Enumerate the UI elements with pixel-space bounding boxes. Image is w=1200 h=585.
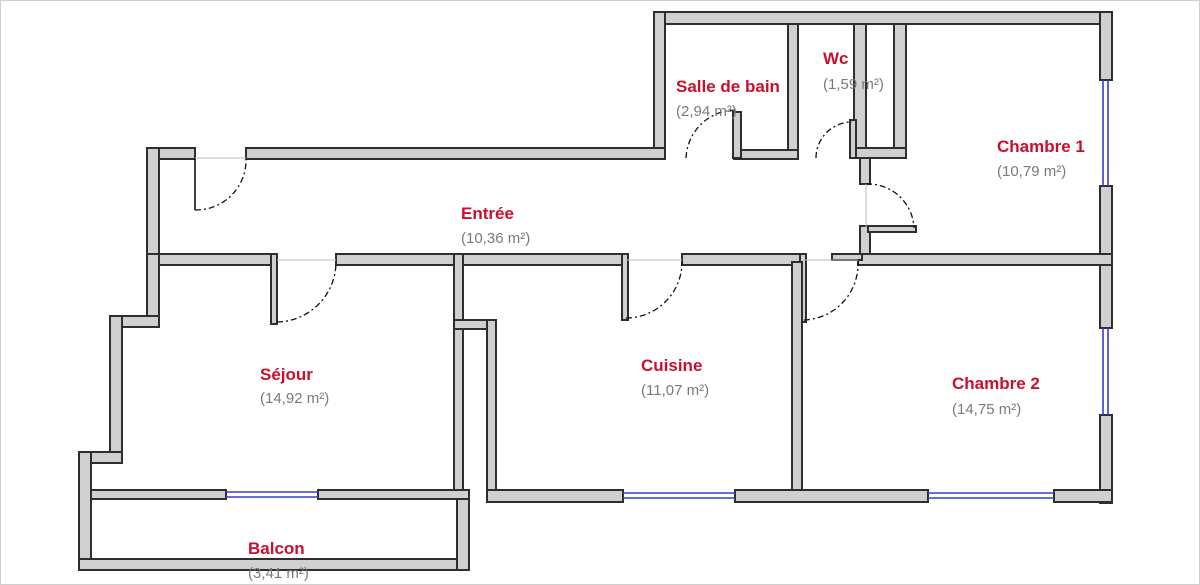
room-name-entree: Entrée [461, 204, 514, 223]
wall-bath-jamb [732, 111, 742, 159]
wall-sejour-bottom-right [317, 489, 470, 500]
wall-sejour-top-left [146, 253, 278, 266]
wall-bath-bottom [733, 149, 799, 160]
wall-entry-top [245, 147, 666, 160]
wall-sejour-door-jamb [270, 253, 278, 325]
room-name-chambre-2: Chambre 2 [952, 374, 1040, 393]
room-area-entree: (10,36 m²) [461, 230, 530, 247]
room-area-balcon: (3,41 m²) [248, 565, 309, 582]
room-name-wc: Wc [823, 49, 849, 68]
wall-ch1-door-jamb [867, 225, 917, 233]
wall-right-top [1099, 11, 1113, 81]
room-name-chambre-1: Chambre 1 [997, 137, 1085, 156]
wall-sejour-cuisine [453, 253, 464, 499]
wall-cuisine-door-jamb [621, 253, 629, 321]
wall-bath-left [653, 11, 666, 159]
walls [78, 11, 1113, 571]
wall-duct-right2 [486, 319, 497, 499]
wall-sejour-bottom-left [90, 489, 227, 500]
room-area-chambre-2: (14,75 m²) [952, 401, 1021, 418]
windows [226, 80, 1109, 499]
room-name-balcon: Balcon [248, 539, 305, 558]
doors [194, 109, 915, 323]
room-area-sejour: (14,92 m²) [260, 390, 329, 407]
room-name-cuisine: Cuisine [641, 356, 702, 375]
wall-sejour-left-top [146, 253, 160, 321]
wall-ch2-top [857, 253, 1113, 266]
wall-duct-right [893, 23, 907, 159]
wall-ch2-bottom [1053, 489, 1113, 503]
wall-bath-wc [787, 23, 799, 159]
wall-wc-jamb [849, 119, 857, 159]
room-labels: Salle de bain (2,94 m²) Wc (1,59 m²) Cha… [248, 49, 1085, 582]
room-name-sejour: Séjour [260, 365, 313, 384]
wall-entry-left [146, 147, 160, 267]
wall-cuisine-top [681, 253, 803, 266]
wall-cuisine-ch2 [791, 261, 803, 503]
wall-cuisine-bottom-left [486, 489, 624, 503]
wall-balcon-right [456, 489, 470, 571]
room-area-chambre-1: (10,79 m²) [997, 163, 1066, 180]
wall-sejour-left [109, 315, 123, 461]
wall-sejour-top-right [335, 253, 627, 266]
wall-duct-bottom [853, 147, 907, 159]
room-area-salle-de-bain: (2,94 m²) [676, 103, 737, 120]
wall-ch2-jamb [831, 253, 863, 261]
room-name-salle-de-bain: Salle de bain [676, 77, 780, 96]
wall-ch1-left-top [859, 157, 871, 185]
wall-top [653, 11, 1113, 25]
room-area-wc: (1,59 m²) [823, 76, 884, 93]
room-area-cuisine: (11,07 m²) [641, 382, 709, 399]
wall-balcon-left [78, 451, 92, 571]
wall-cuisine-bottom-right [734, 489, 929, 503]
